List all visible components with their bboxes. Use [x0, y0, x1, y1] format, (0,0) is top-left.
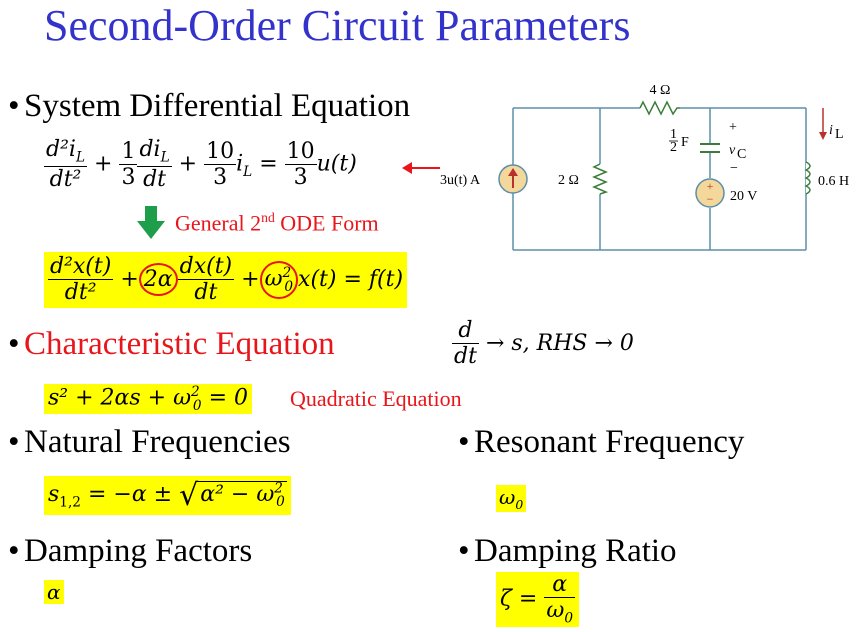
natural-frequencies-equation: s1,2 = −α ± √α² − ω20 — [44, 476, 291, 515]
bullet-dot: • — [8, 326, 20, 362]
resonant-frequency-value: ω0 — [496, 485, 527, 512]
circuit-diagram: + − 4 Ω 3u(t) A 2 Ω 1 2 F + v C − 20 V 0… — [440, 83, 849, 251]
svg-text:+: + — [729, 120, 737, 135]
inductor-icon — [804, 161, 811, 195]
omega-circle: ω20 — [259, 261, 299, 300]
svg-text:+: + — [707, 179, 714, 193]
bullet-dot: • — [458, 533, 470, 569]
resistor-4ohm — [639, 100, 680, 116]
bullet-natural-frequencies: •Natural Frequencies — [8, 424, 291, 461]
svg-text:2 Ω: 2 Ω — [558, 173, 579, 188]
bullet-characteristic-label: Characteristic Equation — [24, 326, 335, 362]
bullet-characteristic-equation: •Characteristic Equation — [8, 326, 335, 363]
svg-text:0.6 H: 0.6 H — [818, 174, 849, 189]
current-arrow-icon — [819, 132, 827, 140]
bullet-resonant-label: Resonant Frequency — [474, 424, 745, 460]
svg-text:−: − — [707, 192, 714, 206]
svg-text:3u(t) A: 3u(t) A — [440, 173, 481, 188]
voltage-source-icon — [695, 178, 725, 208]
bullet-damping-ratio-label: Damping Ratio — [474, 533, 677, 569]
bullet-dot: • — [8, 533, 20, 569]
red-left-arrow-icon — [402, 162, 440, 174]
svg-text:C: C — [737, 147, 746, 162]
bullet-damping-factors-label: Damping Factors — [24, 533, 253, 569]
bullet-system-equation: •System Differential Equation — [8, 88, 410, 125]
svg-text:L: L — [835, 127, 844, 142]
svg-text:1: 1 — [670, 127, 677, 142]
svg-text:i: i — [829, 123, 833, 138]
characteristic-equation: s² + 2αs + ω20 = 0 — [44, 384, 252, 414]
bullet-dot: • — [458, 424, 470, 460]
bullet-resonant-frequency: •Resonant Frequency — [458, 424, 744, 461]
svg-text:v: v — [729, 143, 736, 158]
bullet-natural-label: Natural Frequencies — [24, 424, 291, 460]
page-title: Second-Order Circuit Parameters — [44, 1, 631, 50]
bullet-dot: • — [8, 88, 20, 124]
svg-text:4 Ω: 4 Ω — [650, 83, 671, 98]
svg-text:−: − — [730, 161, 738, 176]
svg-text:2: 2 — [670, 140, 677, 155]
damping-factor-value: α — [44, 580, 64, 604]
bullet-damping-factors: •Damping Factors — [8, 533, 252, 570]
svg-text:20 V: 20 V — [730, 189, 757, 204]
quadratic-note: Quadratic Equation — [290, 386, 462, 411]
resistor-2ohm — [592, 163, 609, 195]
alpha-circle: 2α — [138, 262, 178, 296]
bullet-damping-ratio: •Damping Ratio — [458, 533, 677, 570]
green-down-arrow-icon — [137, 206, 165, 239]
general-form-note: General 2nd ODE Form — [175, 210, 379, 236]
bullet-system-equation-label: System Differential Equation — [24, 88, 411, 124]
svg-text:F: F — [681, 135, 689, 150]
bullet-dot: • — [8, 424, 20, 460]
